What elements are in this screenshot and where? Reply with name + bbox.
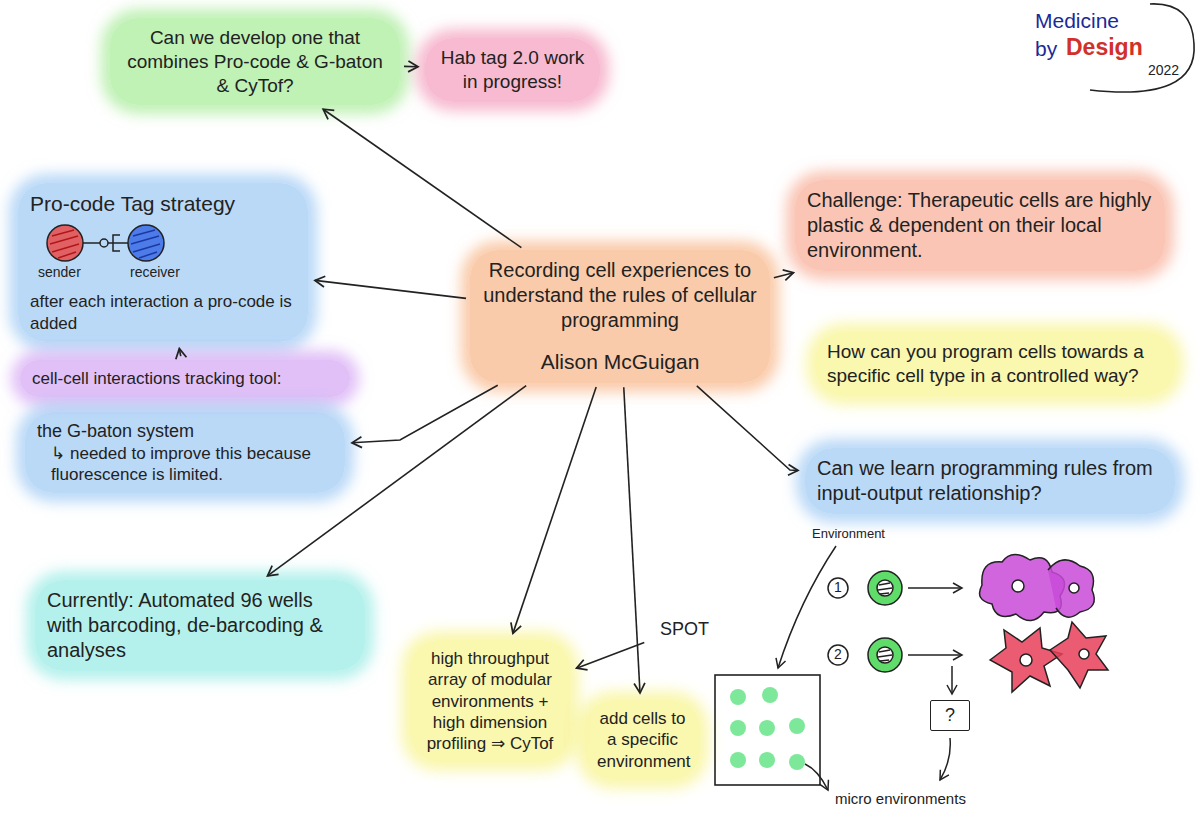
challenge-blob: Challenge: Therapeutic cells are highly … (795, 180, 1165, 271)
method-blob: add cells to a specific environment (585, 700, 700, 780)
question-blob: Can we develop one that combines Pro-cod… (110, 18, 400, 105)
node-text: SPOT (660, 618, 698, 641)
connector-arrow (697, 386, 798, 471)
connector-arrow (404, 66, 418, 68)
node-body: ↳ needed to improve this because fluores… (37, 443, 333, 486)
pro-code-tag-symbol (47, 225, 164, 261)
connector-arrow (179, 349, 180, 356)
node-text: Can we develop one that combines Pro-cod… (122, 26, 388, 97)
cell-programming-illustration (778, 546, 1108, 780)
connector-arrow (352, 385, 498, 443)
connector-arrow (315, 280, 466, 298)
logo-text: Medicine (1035, 8, 1119, 33)
node-body: after each interaction a pro-code is add… (30, 291, 296, 334)
status-blob: Currently: Automated 96 wells with barco… (35, 580, 365, 671)
node-text: Can we learn programming rules from inpu… (817, 456, 1163, 506)
connector-arrow (513, 387, 596, 633)
node-text: Currently: Automated 96 wells with barco… (47, 588, 353, 663)
node-text: ? (935, 704, 965, 727)
connector-arrow (774, 273, 794, 278)
part-label: micro environments (835, 790, 966, 808)
question-blob: Can we learn programming rules from inpu… (805, 448, 1175, 514)
connector-arrow (268, 386, 527, 576)
logo-text: by (1035, 36, 1057, 61)
logo-year: 2022 (1148, 62, 1179, 79)
node-text: How can you program cells towards a spec… (827, 340, 1163, 388)
callout-number: 1 (834, 579, 842, 596)
status-blob: Hab tag 2.0 work in progress! (425, 38, 600, 102)
node-text: Hab tag 2.0 work in progress! (437, 46, 588, 94)
unknown-box: ? (930, 700, 970, 731)
logo-arc (1090, 4, 1194, 92)
part-label: sender (38, 264, 81, 281)
callout-number: 2 (834, 646, 842, 663)
microenvironment-array (715, 675, 828, 790)
connector-arrow (577, 642, 645, 668)
node-text: Challenge: Therapeutic cells are highly … (807, 188, 1153, 263)
central-topic: Recording cell experiences to understand… (470, 250, 770, 383)
node-text: the G-baton system (37, 420, 333, 443)
node-text: Pro-code Tag strategy (30, 191, 296, 217)
connector-arrow (323, 109, 521, 247)
method-name: SPOT (648, 610, 710, 649)
part-label: receiver (130, 264, 180, 281)
question-blob: How can you program cells towards a spec… (815, 332, 1175, 396)
part-label: Environment (812, 526, 885, 542)
node-body: Alison McGuigan (482, 349, 758, 375)
node-text: high throughput array of modular environ… (422, 648, 558, 754)
node-text: Recording cell experiences to understand… (482, 258, 758, 333)
tool-blob: cell-cell interactions tracking tool: (20, 360, 350, 397)
method-blob: high throughput array of modular environ… (410, 640, 570, 762)
node-text: cell-cell interactions tracking tool: (32, 368, 338, 389)
logo-text: Design (1066, 34, 1143, 62)
strategy-blob: Pro-code Tag strategy after each interact… (18, 183, 308, 342)
tool-blob: the G-baton system↳ needed to improve th… (25, 412, 345, 493)
node-text: add cells to a specific environment (597, 708, 688, 772)
